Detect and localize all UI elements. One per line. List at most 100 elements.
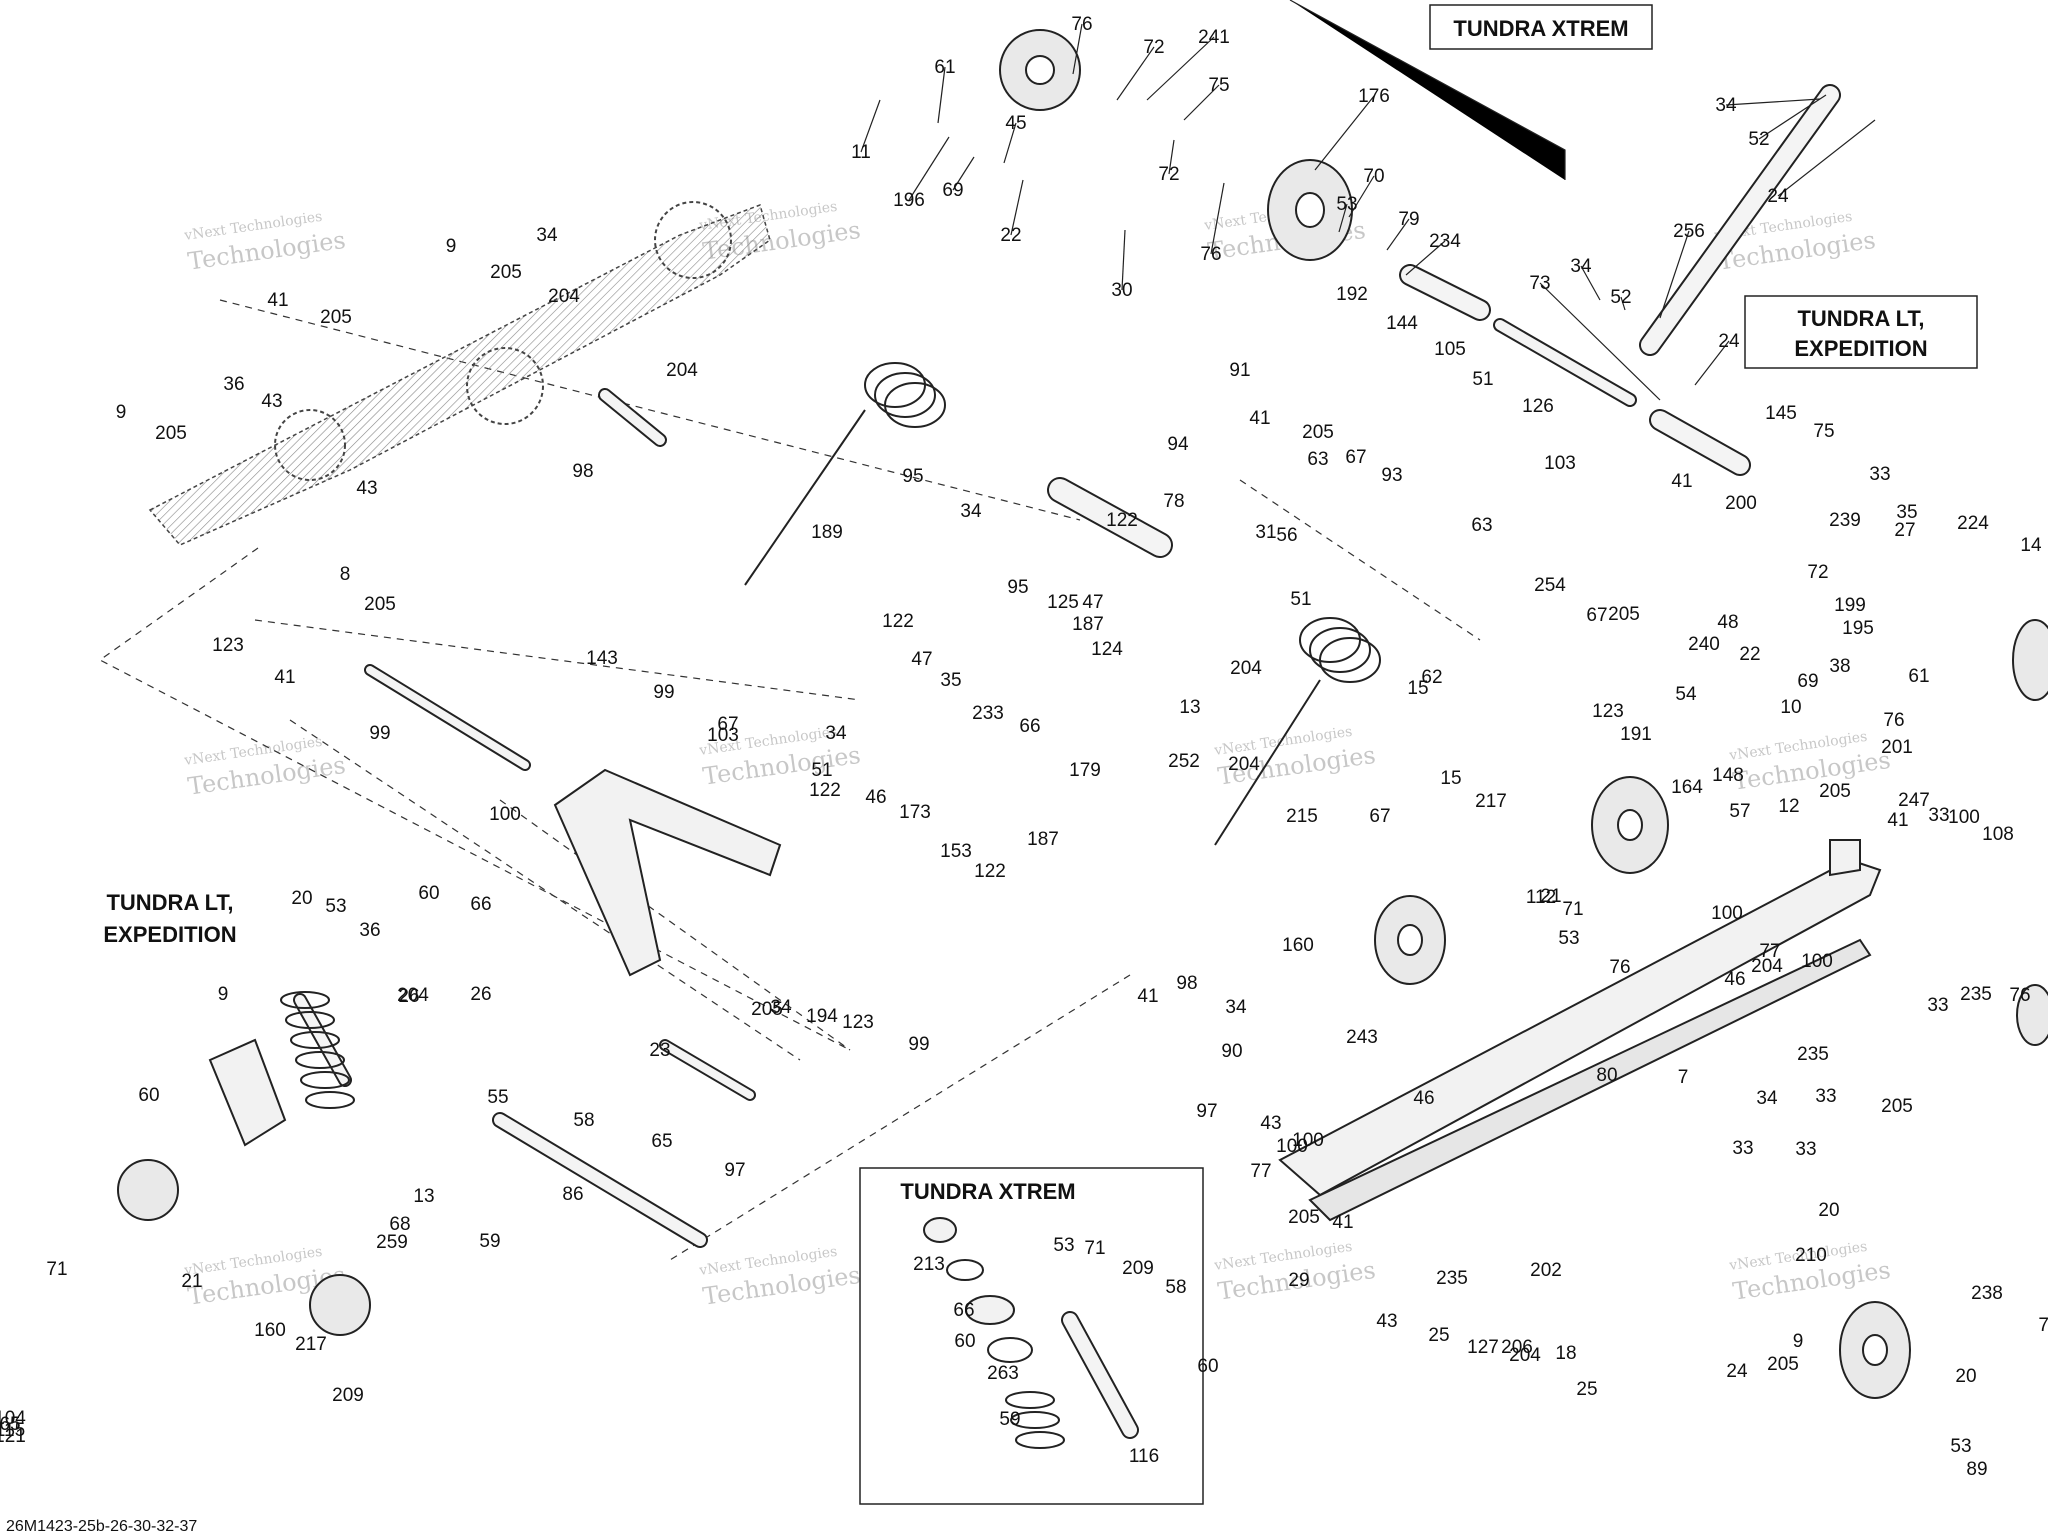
part-callout: 24 xyxy=(1767,186,1789,207)
part-callout: 235 xyxy=(1797,1044,1829,1065)
part-callout: 27 xyxy=(1894,520,1915,541)
leader-line xyxy=(1620,296,1626,311)
part-callout: 8 xyxy=(340,564,351,585)
part-callout: 205 xyxy=(1767,1354,1799,1375)
part-callout: 235 xyxy=(1960,984,1992,1005)
part-callout: 224 xyxy=(1957,513,1989,534)
part-callout: 122 xyxy=(882,611,914,632)
part-callout: 205 xyxy=(1302,422,1334,443)
leader-line xyxy=(1314,95,1375,171)
part-callout: 46 xyxy=(1413,1088,1434,1109)
part-callout: 209 xyxy=(332,1385,364,1406)
part-callout: 56 xyxy=(1276,525,1297,546)
part-callout: 100 xyxy=(1711,903,1743,924)
part-callout: 41 xyxy=(1137,986,1158,1007)
part-callout: 24 xyxy=(1726,1361,1748,1382)
part-callout: 77 xyxy=(1759,941,1780,962)
part-callout: 108 xyxy=(1982,824,2014,845)
part-callout: 91 xyxy=(1229,360,1250,381)
part-callout: 41 xyxy=(1887,810,1908,831)
part-callout: 98 xyxy=(1176,973,1197,994)
part-callout: 99 xyxy=(908,1034,929,1055)
part-callout: 29 xyxy=(1288,1270,1309,1291)
part-callout: 59 xyxy=(479,1231,500,1252)
part-callout: 115 xyxy=(0,1420,25,1441)
part-callout: 122 xyxy=(809,780,841,801)
part-callout: 14 xyxy=(2020,535,2042,556)
part-callout: 66 xyxy=(1019,716,1040,737)
leader-line xyxy=(1183,84,1220,121)
part-callout: 69 xyxy=(942,180,963,201)
part-callout: 78 xyxy=(1163,491,1184,512)
part-callout: 173 xyxy=(899,802,931,823)
part-callout: 45 xyxy=(1005,113,1026,134)
part-callout: 38 xyxy=(1829,656,1850,677)
leader-line xyxy=(1003,122,1017,164)
part-callout: 205 xyxy=(1881,1096,1913,1117)
part-callout: 217 xyxy=(1475,791,1507,812)
part-callout: 15 xyxy=(1440,768,1461,789)
part-callout: 125 xyxy=(1047,592,1079,613)
part-callout: 144 xyxy=(1386,313,1418,334)
part-callout: 164 xyxy=(1671,777,1703,798)
part-callout: 179 xyxy=(1069,760,1101,781)
part-callout: 194 xyxy=(806,1006,838,1027)
part-callout: 34 xyxy=(536,225,558,246)
part-callout: 12 xyxy=(1778,796,1799,817)
part-callout: 153 xyxy=(940,841,972,862)
part-callout: 53 xyxy=(1558,928,1579,949)
part-callout: 200 xyxy=(1725,493,1757,514)
part-callout: 204 xyxy=(1230,658,1262,679)
part-callout: 247 xyxy=(1898,790,1930,811)
part-callout: 33 xyxy=(1815,1086,1836,1107)
part-callout: 205 xyxy=(1288,1207,1320,1228)
part-callout: 97 xyxy=(1196,1101,1217,1122)
leader-line xyxy=(1758,94,1827,140)
leader-line xyxy=(908,136,950,201)
part-callout: 51 xyxy=(811,760,832,781)
part-callout: 204 xyxy=(548,286,580,307)
part-callout: 46 xyxy=(865,787,886,808)
leader-line xyxy=(860,99,881,153)
shock-left xyxy=(208,991,355,1147)
front-arm xyxy=(553,768,782,977)
box-title: TUNDRA XTREM xyxy=(900,1179,1075,1204)
part-callout: 76 xyxy=(1883,710,1904,731)
part-callout: 201 xyxy=(1881,737,1913,758)
part-callout: 123 xyxy=(1592,701,1624,722)
part-callout: 205 xyxy=(320,307,352,328)
leader-line xyxy=(1405,240,1446,276)
part-callout: 80 xyxy=(1596,1065,1617,1086)
assembly-lines xyxy=(98,299,1481,1261)
part-callout: 9 xyxy=(1793,1331,1804,1352)
part-callout: 71 xyxy=(46,1259,67,1280)
wheels xyxy=(117,619,2048,1399)
part-callout: 9 xyxy=(446,236,457,257)
part-callout: 145 xyxy=(1765,403,1797,424)
part-callout: 25 xyxy=(1428,1325,1449,1346)
part-callout: 160 xyxy=(254,1320,286,1341)
part-callout: 95 xyxy=(902,466,923,487)
rail-right xyxy=(1278,839,1882,1222)
part-callout: 70 xyxy=(1363,166,1384,187)
part-callout: 20 xyxy=(291,888,312,909)
part-callout: 100 xyxy=(1276,1136,1308,1157)
part-callout: 11 xyxy=(851,142,871,163)
part-callout: 205 xyxy=(155,423,187,444)
part-callout: 217 xyxy=(295,1334,327,1355)
part-callout: 240 xyxy=(1688,634,1720,655)
part-callout: 71 xyxy=(1562,899,1583,920)
part-callout: 43 xyxy=(1260,1113,1281,1134)
part-callout: 143 xyxy=(586,648,618,669)
part-callout: 22 xyxy=(1739,644,1760,665)
part-callout: 105 xyxy=(1434,339,1466,360)
part-callout: 65 xyxy=(651,1131,672,1152)
part-callout: 100 xyxy=(1292,1130,1324,1151)
part-callout: 13 xyxy=(1179,697,1200,718)
part-callout: 67 xyxy=(1345,447,1366,468)
part-callout: 52 xyxy=(1748,129,1769,150)
part-callout: 176 xyxy=(1358,86,1390,107)
part-callout: 60 xyxy=(138,1085,159,1106)
part-callout: 58 xyxy=(573,1110,594,1131)
part-callout: 26 xyxy=(470,984,491,1005)
